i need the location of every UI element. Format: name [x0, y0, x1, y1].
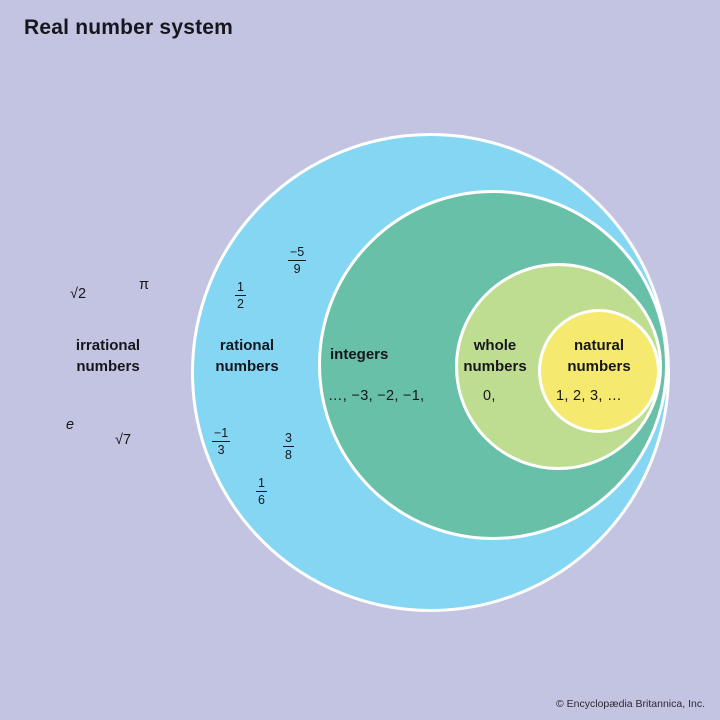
- fraction-numerator: 3: [283, 431, 294, 448]
- natural-label-line1: natural: [573, 337, 624, 354]
- fraction-denominator: 9: [293, 262, 301, 277]
- natural-numbers-label: natural numbers: [554, 335, 644, 377]
- irrational-example-e: e: [66, 417, 75, 433]
- whole-label-line2: numbers: [463, 358, 527, 375]
- fraction-numerator: 1: [235, 280, 246, 297]
- irrational-example-sqrt2: √2: [70, 286, 87, 302]
- rational-fraction-3-8: 3 8: [283, 431, 294, 463]
- natural-numbers-examples: 1, 2, 3, …: [556, 388, 622, 404]
- rational-fraction-neg1-3: −1 3: [212, 426, 231, 458]
- irrational-example-pi: π: [139, 277, 150, 293]
- integers-examples: …, −3, −2, −1,: [328, 388, 425, 404]
- rational-label-line1: rational: [219, 337, 275, 354]
- whole-label-line1: whole: [473, 337, 517, 354]
- irrational-numbers-label: irrational numbers: [57, 335, 159, 377]
- copyright-notice: © Encyclopædia Britannica, Inc.: [556, 698, 705, 710]
- whole-numbers-examples: 0,: [483, 388, 496, 404]
- natural-label-line2: numbers: [567, 358, 631, 375]
- fraction-denominator: 2: [237, 297, 244, 312]
- fraction-denominator: 8: [285, 448, 292, 463]
- page-title: Real number system: [24, 16, 234, 39]
- rational-fraction-1-2: 1 2: [235, 280, 246, 312]
- integers-label: integers: [330, 346, 389, 363]
- fraction-numerator: −5: [288, 245, 307, 262]
- fraction-numerator: 1: [256, 476, 267, 493]
- rational-fraction-neg5-9: −5 9: [288, 245, 307, 277]
- rational-label-line2: numbers: [215, 358, 279, 375]
- rational-numbers-label: rational numbers: [198, 335, 296, 377]
- fraction-denominator: 3: [217, 443, 225, 458]
- irrational-label-line2: numbers: [76, 358, 140, 375]
- irrational-example-sqrt7: √7: [115, 432, 132, 448]
- fraction-denominator: 6: [258, 493, 265, 508]
- natural-numbers-circle: [538, 309, 660, 433]
- rational-fraction-1-6: 1 6: [256, 476, 267, 508]
- fraction-numerator: −1: [212, 426, 231, 443]
- whole-numbers-label: whole numbers: [452, 335, 538, 377]
- irrational-label-line1: irrational: [75, 337, 141, 354]
